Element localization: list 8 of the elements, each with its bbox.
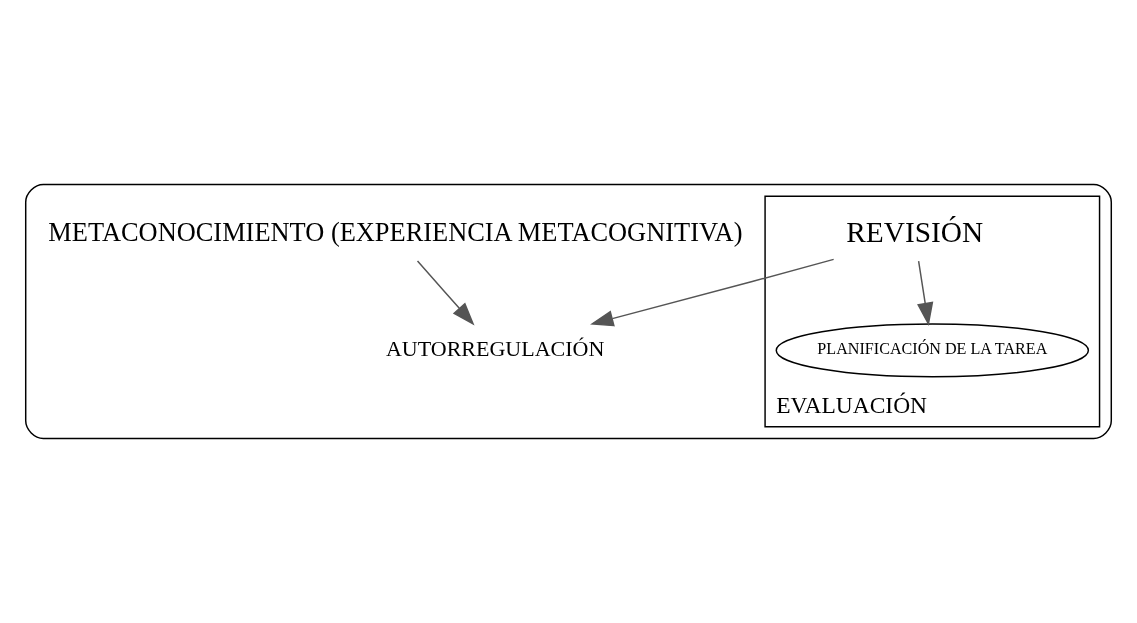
arrow <box>590 258 835 327</box>
node-text: REVISIÓN <box>846 215 984 248</box>
node-text: AUTORREGULACIÓN <box>385 335 605 361</box>
node-ellipse: PLANIFICACIÓN DE LA TAREA <box>775 323 1090 378</box>
arrow <box>917 260 934 327</box>
node-text: METACONOCIMIENTO (EXPERIENCIA METACOGNITIVA) <box>48 216 743 247</box>
cluster <box>24 183 1113 440</box>
arrow <box>416 260 475 326</box>
